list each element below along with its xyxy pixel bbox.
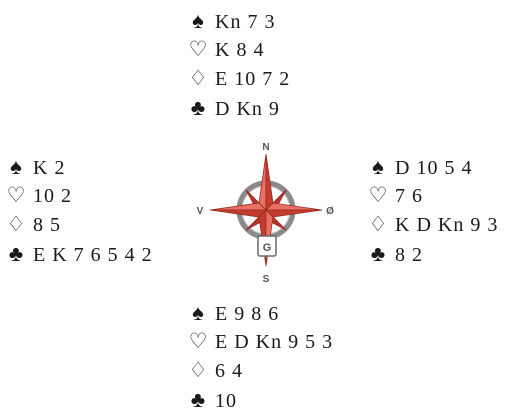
west-diamonds-row: ♢ 8 5 — [6, 210, 153, 239]
south-diamonds-row: ♢ 6 4 — [188, 356, 333, 385]
east-spades-row: ♠ D 10 5 4 — [368, 152, 498, 181]
east-hearts-row: ♡ 7 6 — [368, 181, 498, 210]
south-spades-row: ♠ E 9 8 6 — [188, 298, 333, 327]
compass-rose-graphic: G N S V Ø — [190, 134, 350, 294]
north-hand: ♠ Kn 7 3 ♡ K 8 4 ♢ E 10 7 2 ♣ D Kn 9 — [188, 6, 290, 122]
west-clubs-row: ♣ E K 7 6 5 4 2 — [6, 239, 153, 268]
heart-icon: ♡ — [6, 181, 26, 210]
west-diamonds-cards: 8 5 — [33, 214, 61, 236]
club-icon: ♣ — [6, 239, 26, 268]
south-spades-cards: E 9 8 6 — [215, 303, 279, 325]
west-spades-row: ♠ K 2 — [6, 152, 153, 181]
heart-icon: ♡ — [188, 35, 208, 64]
heart-icon: ♡ — [368, 181, 388, 210]
west-spades-cards: K 2 — [33, 157, 65, 179]
north-clubs-cards: D Kn 9 — [215, 98, 280, 120]
club-icon: ♣ — [188, 93, 208, 122]
south-hearts-row: ♡ E D Kn 9 5 3 — [188, 327, 333, 356]
north-diamonds-cards: E 10 7 2 — [215, 68, 290, 90]
north-hearts-cards: K 8 4 — [215, 39, 264, 61]
south-clubs-cards: 10 — [215, 390, 237, 412]
diamond-icon: ♢ — [368, 210, 388, 239]
south-hand: ♠E 9 8 6 ♡E D Kn 9 5 3 ♢6 4 ♣10 — [188, 298, 333, 414]
west-clubs-cards: E K 7 6 5 4 2 — [33, 244, 153, 266]
north-clubs-row: ♣ D Kn 9 — [188, 93, 290, 122]
compass-center-card: G — [258, 236, 276, 256]
compass-east-label: Ø — [326, 206, 334, 217]
north-diamonds-row: ♢ E 10 7 2 — [188, 64, 290, 93]
east-diamonds-row: ♢ K D Kn 9 3 — [368, 210, 498, 239]
east-hand: ♠ D 10 5 4 ♡ 7 6 ♢ K D Kn 9 3 ♣ 8 2 — [368, 152, 498, 268]
spade-icon: ♠ — [6, 152, 26, 181]
west-hearts-row: ♡ 10 2 — [6, 181, 153, 210]
north-spades-row: ♠ Kn 7 3 — [188, 6, 290, 35]
spade-icon: ♠ — [188, 298, 208, 327]
heart-icon: ♡ — [188, 327, 208, 356]
diamond-icon: ♢ — [188, 356, 208, 385]
north-spades-cards: Kn 7 3 — [215, 11, 275, 33]
south-hearts-cards: E D Kn 9 5 3 — [215, 331, 333, 353]
compass-west-label: V — [197, 206, 204, 217]
spade-icon: ♠ — [188, 6, 208, 35]
east-diamonds-cards: K D Kn 9 3 — [395, 214, 498, 236]
compass-north-label: N — [262, 142, 269, 153]
west-hearts-cards: 10 2 — [33, 185, 72, 207]
north-hearts-row: ♡ K 8 4 — [188, 35, 290, 64]
east-hearts-cards: 7 6 — [395, 185, 423, 207]
compass-south-label: S — [263, 274, 270, 285]
club-icon: ♣ — [368, 239, 388, 268]
diamond-icon: ♢ — [6, 210, 26, 239]
compass-center-badge: G — [263, 242, 272, 254]
east-clubs-row: ♣ 8 2 — [368, 239, 498, 268]
spade-icon: ♠ — [368, 152, 388, 181]
diamond-icon: ♢ — [188, 64, 208, 93]
east-clubs-cards: 8 2 — [395, 244, 423, 266]
east-spades-cards: D 10 5 4 — [395, 157, 472, 179]
west-hand: ♠ K 2 ♡ 10 2 ♢ 8 5 ♣ E K 7 6 5 4 2 — [6, 152, 153, 268]
compass-rose: G N S V Ø — [190, 134, 350, 294]
south-diamonds-cards: 6 4 — [215, 360, 243, 382]
